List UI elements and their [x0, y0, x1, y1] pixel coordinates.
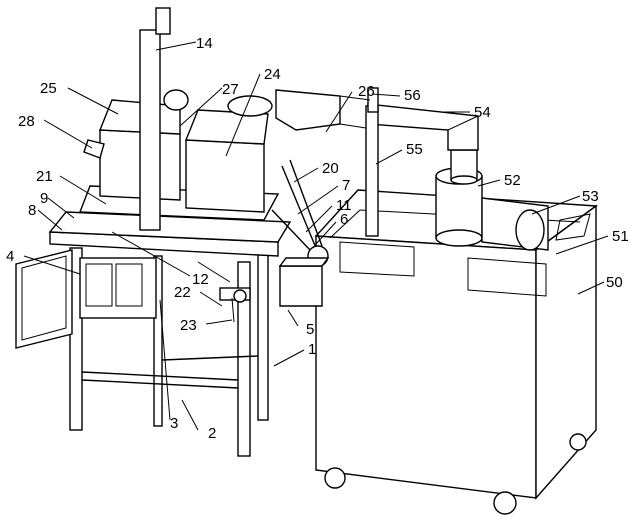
reference-numerals: 14 27 24 25 26 56 54 28 55 20 52 21 7 53… [6, 35, 629, 442]
label-8: 8 [28, 202, 36, 219]
filter-unit [275, 87, 549, 251]
label-55: 55 [406, 141, 423, 158]
label-3: 3 [170, 415, 178, 432]
label-51: 51 [612, 228, 629, 245]
label-9: 9 [40, 190, 48, 207]
label-24: 24 [264, 66, 281, 83]
main-frame [15, 211, 292, 457]
label-22: 22 [174, 284, 191, 301]
label-53: 53 [582, 188, 599, 205]
label-2: 2 [208, 425, 216, 442]
label-14: 14 [196, 35, 213, 52]
label-50: 50 [606, 274, 623, 291]
column [139, 7, 171, 231]
label-27: 27 [222, 81, 239, 98]
label-23: 23 [180, 317, 197, 334]
label-28: 28 [18, 113, 35, 130]
label-56: 56 [404, 87, 421, 104]
leader-lines [23, 41, 609, 431]
label-5: 5 [306, 321, 314, 338]
label-1: 1 [308, 341, 316, 358]
label-12: 12 [192, 271, 209, 288]
wheel-front-left [324, 467, 346, 489]
label-4: 4 [6, 248, 14, 265]
label-21: 21 [36, 168, 53, 185]
label-20: 20 [322, 160, 339, 177]
wheel-front-right [493, 491, 517, 515]
wheel-back-right [569, 433, 587, 451]
belt-drive [219, 159, 330, 307]
label-25: 25 [40, 80, 57, 97]
label-26: 26 [358, 83, 375, 100]
label-6: 6 [340, 211, 348, 228]
label-52: 52 [504, 172, 521, 189]
label-7: 7 [342, 177, 350, 194]
label-54: 54 [474, 104, 491, 121]
label-11: 11 [336, 197, 352, 214]
